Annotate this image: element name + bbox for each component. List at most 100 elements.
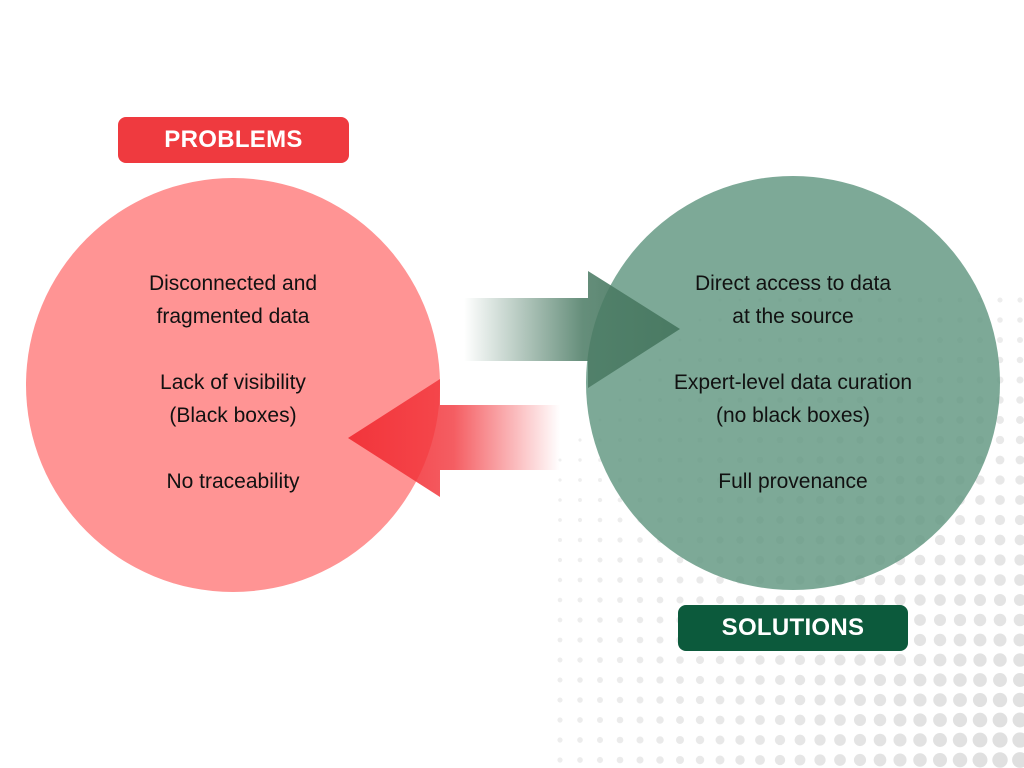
decor-dot [933,693,947,707]
decor-dot [953,693,967,707]
decor-dot [994,534,1006,546]
decor-dot [854,594,866,606]
decor-dot [973,633,987,647]
decor-dot [913,733,927,747]
decor-dot [596,696,604,704]
decor-dot [557,757,563,763]
decor-dot [637,537,643,543]
solution-item: Full provenance [718,470,868,493]
decor-dot [952,732,968,748]
decor-dot [893,713,907,727]
decor-dot [636,696,644,704]
decor-dot [854,654,866,666]
decor-dot [636,576,644,584]
decor-dot [974,554,986,566]
decor-dot [656,716,664,724]
decor-dot [1016,336,1024,344]
decor-dot [656,596,664,604]
decor-dot [715,735,725,745]
decor-dot [578,498,582,502]
decor-dot [997,297,1003,303]
decor-dot [616,736,624,744]
decor-dot [974,534,986,546]
decor-dot [974,514,986,526]
decor-dot [893,753,907,767]
decor-dot [675,755,685,765]
decor-dot [973,673,987,687]
decor-dot [997,317,1003,323]
decor-dot [636,756,644,764]
decor-dot [1013,673,1024,687]
decor-dot [676,576,684,584]
decor-dot [974,594,986,606]
decor-dot [656,556,664,564]
decor-dot [973,653,987,667]
decor-dot [1012,752,1024,768]
solution-item: Expert-level data curation (no black box… [673,371,913,427]
decor-dot [913,713,927,727]
decor-dot [954,554,966,566]
decor-dot [893,733,907,747]
decor-dot [1016,356,1024,364]
decor-dot [636,596,644,604]
decor-dot [597,497,603,503]
decor-dot [578,478,582,482]
decor-dot [953,633,967,647]
decor-dot [557,597,563,603]
decor-dot [735,695,745,705]
decor-dot [853,713,867,727]
decor-dot [972,692,988,708]
decor-dot [676,696,684,704]
decor-dot [834,694,846,706]
decor-dot [972,752,988,768]
decor-dot [656,696,664,704]
decor-dot [656,736,664,744]
decor-dot [854,694,866,706]
decor-dot [1016,416,1024,424]
decor-dot [953,613,967,627]
decor-dot [637,557,643,563]
decor-dot [952,712,968,728]
decor-dot [933,713,947,727]
decor-dot [774,694,786,706]
decor-dot [715,695,725,705]
decor-dot [695,695,705,705]
decor-dot [656,656,664,664]
decor-dot [992,752,1008,768]
decor-dot [617,517,623,523]
decor-dot [814,674,826,686]
decor-dot [834,714,846,726]
decor-dot [1014,554,1024,566]
decor-dot [795,595,805,605]
decor-dot [656,636,664,644]
decor-dot [596,716,604,724]
decor-dot [577,677,583,683]
decor-dot [972,732,988,748]
decor-dot [794,734,806,746]
decor-dot [975,495,985,505]
decor-dot [995,435,1005,445]
decor-dot [834,754,846,766]
decor-dot [834,654,846,666]
decor-dot [755,595,765,605]
decor-dot [577,657,583,663]
decor-dot [755,695,765,705]
decor-dot [853,733,867,747]
decor-dot [1016,396,1024,404]
decor-dot [934,574,946,586]
decor-dot [557,697,563,703]
decor-dot [993,653,1007,667]
decor-dot [695,655,705,665]
decor-dot [577,537,583,543]
decor-dot [557,677,563,683]
decor-dot [577,617,583,623]
decor-dot [913,673,927,687]
decor-dot [616,716,624,724]
decor-dot [893,673,907,687]
decor-dot [992,732,1008,748]
decor-dot [992,692,1008,708]
decor-dot [932,752,948,768]
decor-dot [794,754,806,766]
decor-dot [775,595,785,605]
decor-dot [577,557,583,563]
